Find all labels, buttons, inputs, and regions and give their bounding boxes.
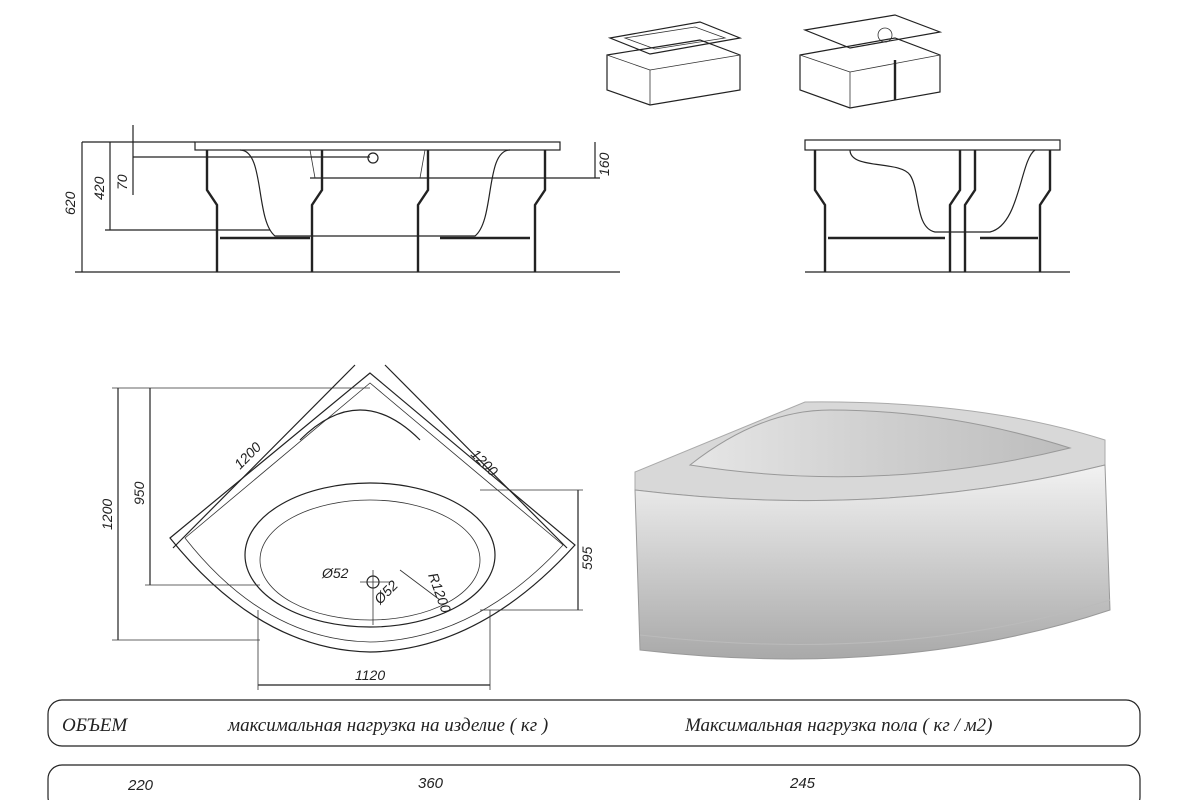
value-max-load-product: 360 (418, 775, 444, 792)
front-elevation: 620 420 70 160 (62, 125, 620, 273)
dim-side-left: 1200 (231, 439, 264, 472)
frame-assembly-icon (799, 14, 943, 109)
dim-seat: 160 (596, 152, 612, 176)
value-max-load-floor: 245 (789, 775, 816, 792)
header-max-load-floor: Максимальная нагрузка пола ( кг / м2) (684, 715, 992, 736)
header-volume: ОБЪЕМ (62, 715, 128, 736)
panel-assembly-icon (606, 21, 743, 106)
header-max-load-product: максимальная нагрузка на изделие ( кг ) (227, 715, 548, 736)
dim-overall-height: 1200 (99, 499, 115, 530)
bathtub-3d-render (634, 401, 1111, 660)
dim-overflow-diameter: Ø52 (370, 577, 401, 608)
dim-950: 950 (131, 481, 147, 505)
value-volume: 220 (127, 777, 154, 794)
plan-view: 1200 950 1200 1200 595 Ø52 Ø52 R1200 112… (99, 364, 595, 690)
dim-tub-depth: 420 (91, 176, 107, 200)
dim-total-height: 620 (62, 191, 78, 215)
dim-595: 595 (579, 546, 595, 570)
dim-overflow: 70 (114, 174, 130, 190)
specs-table: ОБЪЕМ максимальная нагрузка на изделие (… (47, 699, 1141, 800)
dim-1120: 1120 (355, 667, 385, 683)
dim-drain-diameter: Ø52 (321, 565, 349, 581)
dim-radius: R1200 (425, 571, 454, 615)
side-elevation (804, 139, 1070, 273)
dim-side-right: 1200 (468, 446, 501, 479)
